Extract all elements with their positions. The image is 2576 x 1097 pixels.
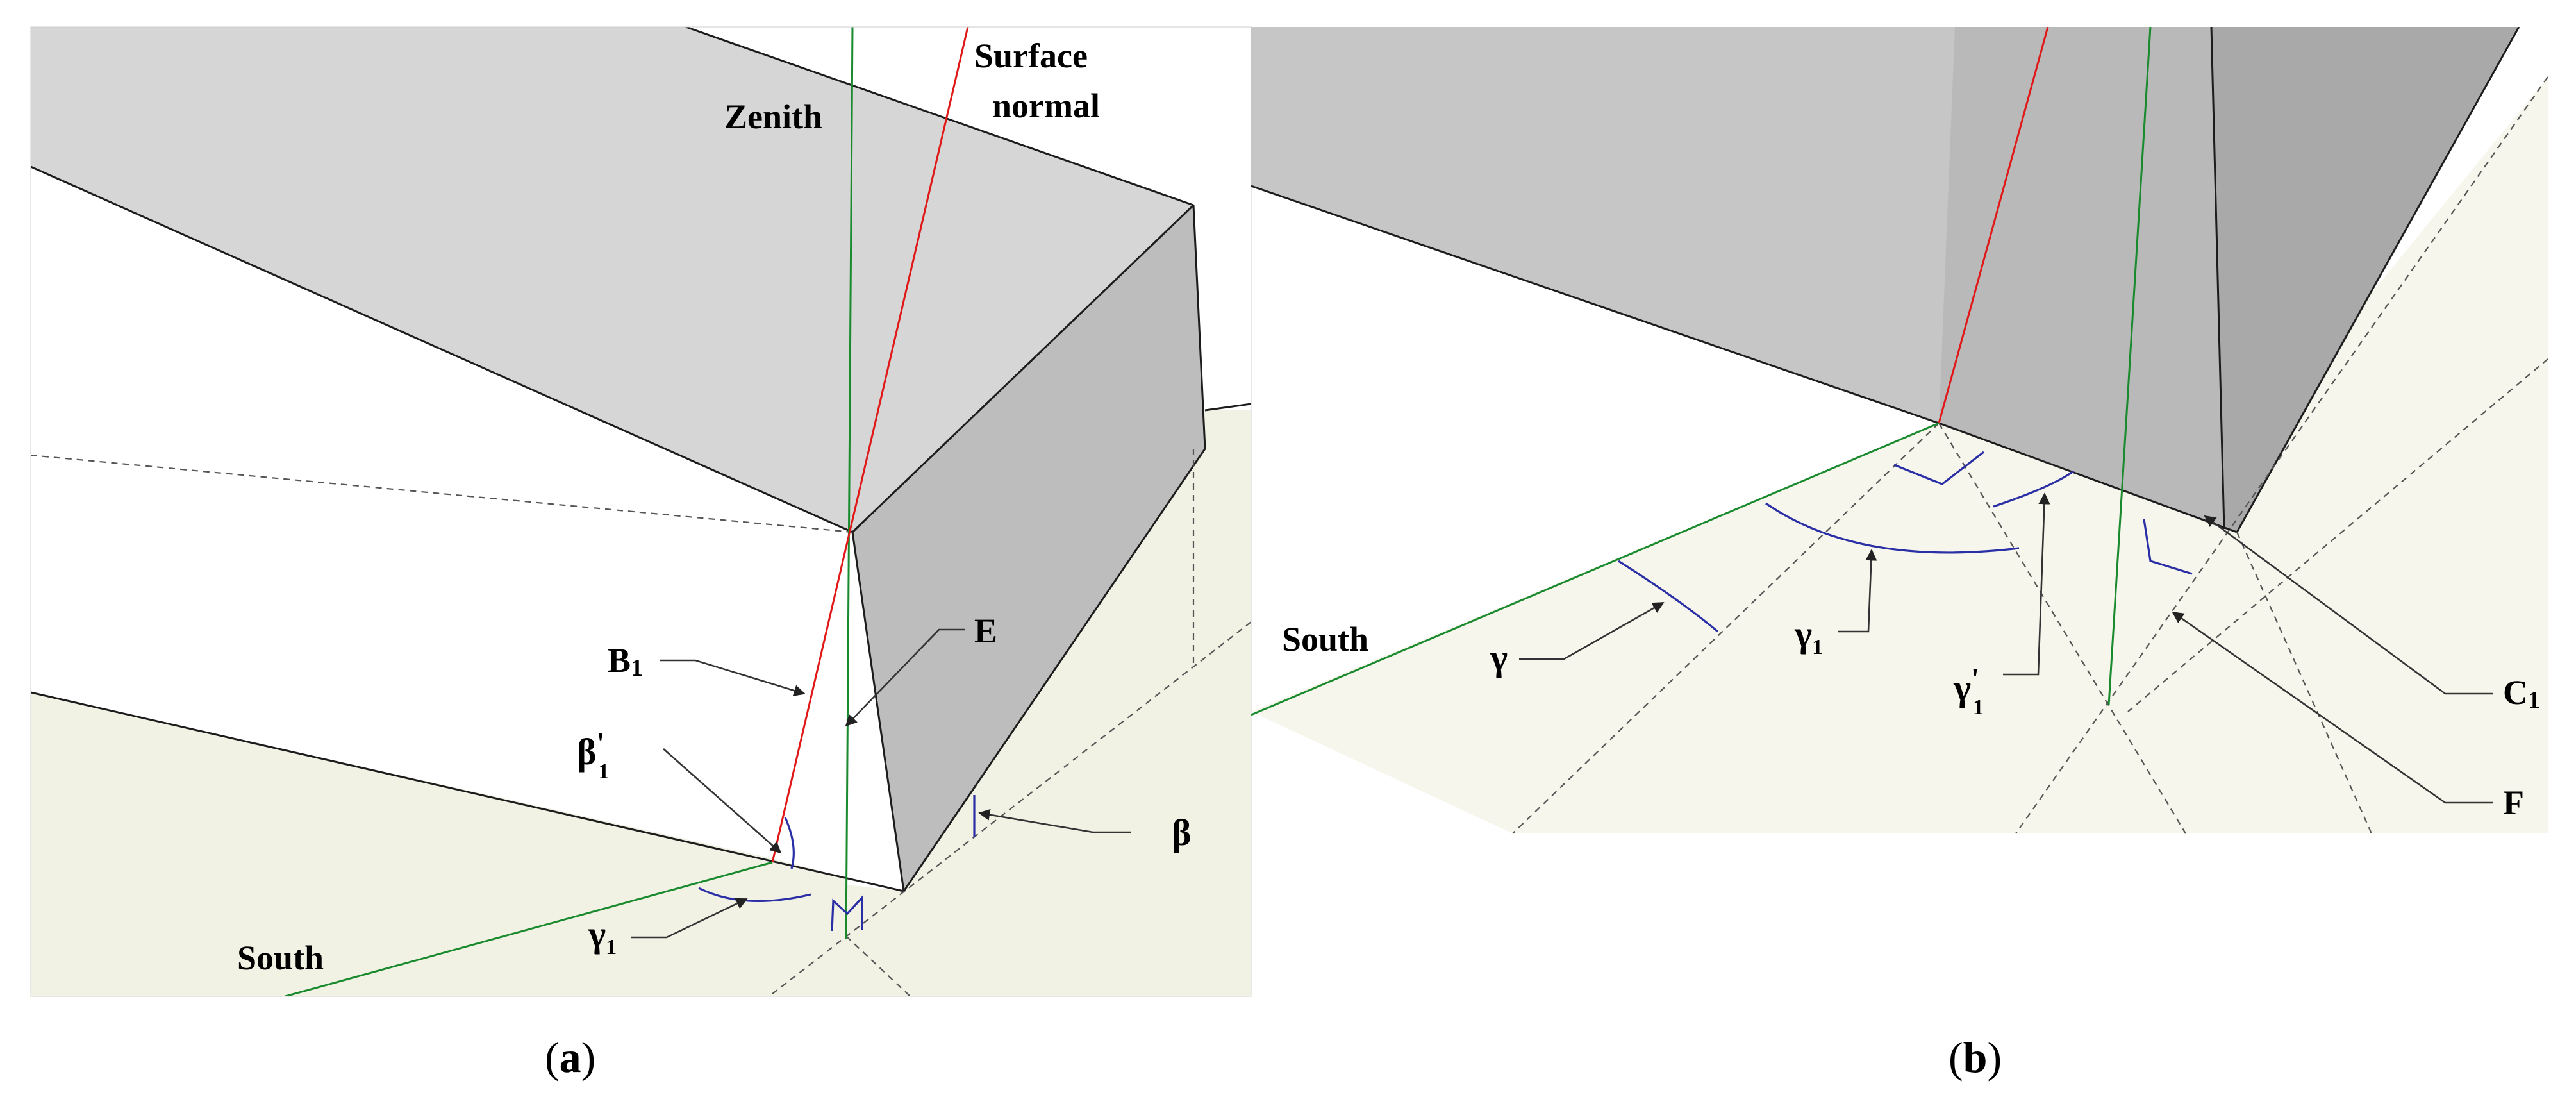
gamma-arc	[1618, 560, 1719, 633]
gamma1-subscript: 1	[606, 935, 617, 959]
beta1-prime-mark: '	[597, 726, 605, 759]
gamma1-prime-mark: '	[1971, 662, 1979, 695]
gamma1-label: γ1	[588, 913, 617, 959]
south-label-a: South	[237, 939, 324, 977]
beta1-prime-arc	[784, 817, 795, 869]
dashed-line-base	[845, 935, 911, 996]
leader-f	[2172, 611, 2493, 804]
zenith-label: Zenith	[724, 97, 822, 136]
ground-plane	[31, 410, 1251, 996]
caption-b-letter: b	[1963, 1033, 1988, 1082]
surface-normal-line-b	[1938, 27, 2049, 424]
surface-normal-line	[771, 27, 969, 863]
south-line-b	[1251, 422, 1940, 716]
leader-gamma	[1519, 601, 1665, 660]
gamma1-letter-b: γ	[1794, 613, 1812, 655]
leader-gamma1-prime	[2003, 492, 2050, 676]
gamma-label: γ	[1490, 637, 1508, 678]
building-vertical-edge-b	[2210, 27, 2225, 530]
leader-beta	[978, 808, 1131, 833]
beta1-prime-label: β'1	[577, 726, 609, 783]
building-vertical-edge	[1192, 205, 1206, 449]
building-top-face	[31, 27, 1193, 532]
caption-a-letter: a	[560, 1033, 581, 1082]
zenith-line	[845, 27, 854, 940]
right-angle-marker	[831, 894, 863, 932]
b1-letter: B	[608, 641, 631, 680]
leader-b1	[660, 659, 806, 696]
building-front-edge	[851, 532, 905, 892]
building-right-edge-b	[2236, 27, 2520, 533]
building-bottom-edge	[902, 448, 1206, 892]
zenith-line-b	[2107, 27, 2152, 706]
leader-c1	[2204, 515, 2493, 695]
caption-a: (a)	[545, 1033, 595, 1082]
e-label: E	[974, 612, 997, 650]
beta-label: β	[1172, 812, 1192, 853]
panel-a: Zenith Surface normal E B1 β'1 β γ1 Sout…	[30, 26, 1252, 1082]
b1-subscript: 1	[631, 655, 643, 682]
dashed-line-diagonal	[769, 621, 1251, 996]
beta1-prime-subscript: 1	[598, 760, 609, 783]
building-gap-face	[846, 532, 904, 891]
building-right-face-b	[2211, 27, 2519, 532]
c1-subscript: 1	[2528, 687, 2540, 714]
surface-normal-label-line2: normal	[992, 87, 1100, 125]
beta1-prime-letter: β	[577, 731, 597, 773]
panel-a-frame	[30, 26, 1252, 997]
dashed-b-5	[2236, 532, 2373, 834]
gamma1-subscript-b: 1	[1812, 635, 1823, 659]
gamma1-prime-label: γ'1	[1953, 662, 1984, 719]
leader-gamma1-b	[1838, 549, 1877, 633]
building-facade-face	[852, 205, 1205, 891]
f-label: F	[2503, 783, 2524, 822]
c1-letter: C	[2503, 673, 2528, 712]
gamma1-prime-arc	[1993, 470, 2074, 508]
dashed-b-3	[2015, 76, 2548, 834]
south-label-b: South	[1282, 620, 1368, 658]
building-left-edge	[31, 165, 853, 533]
building-side-face-b	[1939, 27, 2224, 529]
panel-b: South γ γ1 γ'1 C1 F (b)	[1251, 27, 2548, 1082]
gamma1-arc	[698, 887, 811, 903]
surface-normal-label-line1: Surface	[974, 37, 1088, 75]
leader-gamma1	[631, 898, 748, 939]
dashed-b-1	[1512, 423, 1940, 834]
b1-label: B1	[608, 641, 643, 682]
ground-edge-left	[31, 691, 904, 892]
gamma1-prime-letter: γ	[1953, 667, 1971, 708]
building-corner-edge	[851, 204, 1195, 533]
gamma1-label-b: γ1	[1794, 613, 1823, 659]
caption-b: (b)	[1949, 1033, 2002, 1082]
ground-plane-b	[1251, 77, 2548, 833]
gamma1-letter: γ	[588, 913, 606, 955]
leader-e	[845, 628, 965, 727]
gamma1-arc-b	[1765, 502, 2020, 554]
gamma1-prime-subscript: 1	[1973, 696, 1984, 719]
c1-label: C1	[2503, 673, 2540, 714]
south-line	[285, 861, 773, 996]
building-top-edge	[685, 27, 1194, 206]
right-angle-marker-b1	[1893, 451, 1984, 485]
right-angle-marker-b2	[2143, 519, 2193, 575]
leader-beta1-prime	[663, 748, 782, 854]
ground-edge-right	[1204, 403, 1251, 412]
